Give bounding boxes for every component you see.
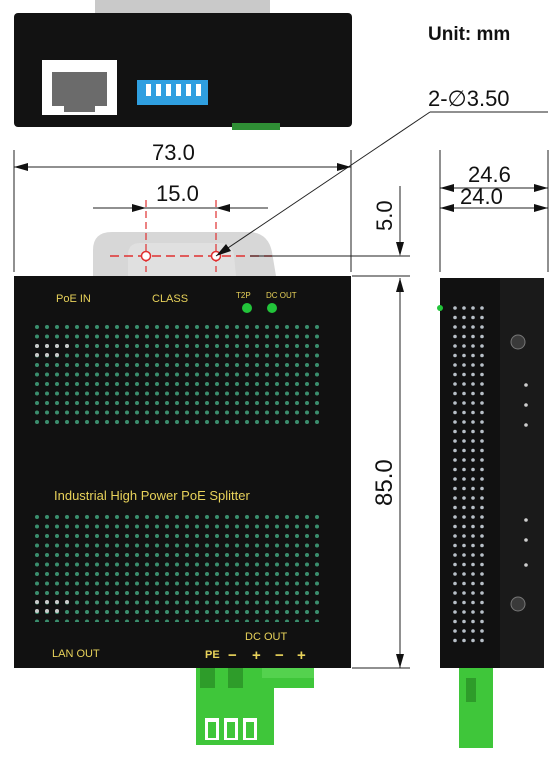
rj45-port-icon xyxy=(52,72,107,112)
t2p-led xyxy=(242,303,252,313)
dip-switch-keys xyxy=(146,84,201,96)
side-vent-grid xyxy=(452,304,488,644)
dim-height-85: 85.0 xyxy=(371,459,398,506)
vent-highlight-dots xyxy=(35,344,69,613)
poe-in-label: PoE IN xyxy=(56,293,91,305)
dim-offset-5: 5.0 xyxy=(372,200,397,231)
terminal-minus-1: − xyxy=(228,647,237,664)
terminal-plus-2: + xyxy=(297,647,306,664)
class-label: CLASS xyxy=(152,293,188,305)
unit-label: Unit: mm xyxy=(428,24,510,45)
top-view xyxy=(14,0,352,130)
mounting-bracket-inner xyxy=(128,243,236,276)
terminal-minus-2: − xyxy=(275,647,284,664)
dc-out-led-label: DC OUT xyxy=(266,291,297,300)
dim-depth-24-0: 24.0 xyxy=(460,184,503,209)
terminal-plus-1: + xyxy=(252,647,261,664)
product-name: Industrial High Power PoE Splitter xyxy=(54,488,250,503)
dc-out-terminal-label: DC OUT xyxy=(245,631,287,643)
top-terminal-tab xyxy=(232,123,280,130)
side-screw-top xyxy=(510,334,526,350)
dim-width-73: 73.0 xyxy=(152,140,195,165)
vent-grid-bottom xyxy=(34,512,324,622)
dim-hole-spec: 2-∅3.50 xyxy=(428,86,510,111)
side-view xyxy=(437,278,544,748)
dc-out-led xyxy=(267,303,277,313)
terminal-block xyxy=(196,668,314,745)
lan-out-label: LAN OUT xyxy=(52,648,100,660)
mounting-hole-left xyxy=(140,250,152,262)
vent-grid-top xyxy=(34,323,324,427)
top-connector-lip xyxy=(95,0,270,14)
t2p-label: T2P xyxy=(236,291,251,300)
dimension-arrows xyxy=(14,163,548,668)
dim-depth-24-6: 24.6 xyxy=(468,162,511,187)
pe-label: PE xyxy=(205,649,220,661)
dim-hole-spacing-15: 15.0 xyxy=(156,181,199,206)
side-screw-bottom xyxy=(510,596,526,612)
